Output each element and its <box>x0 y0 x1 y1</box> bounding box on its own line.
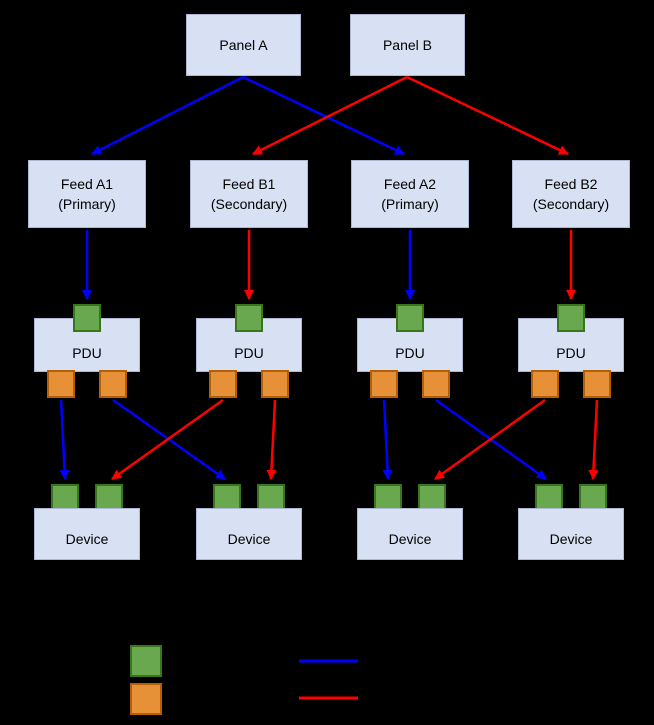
device2-input-port-right-icon <box>257 484 285 512</box>
pdu3-output-port-right-icon <box>422 370 450 398</box>
device1-box: Device <box>34 508 140 560</box>
device2-box: Device <box>196 508 302 560</box>
device1-label: Device <box>65 531 109 547</box>
pdu3-output-port-left-icon <box>370 370 398 398</box>
pdu2-output-port-left-icon <box>209 370 237 398</box>
device4-box: Device <box>518 508 624 560</box>
panel-a-box: Panel A <box>186 14 301 76</box>
pdu1-output-port-left-icon <box>47 370 75 398</box>
legend-orange-swatch-icon <box>130 683 162 715</box>
device3-box: Device <box>357 508 463 560</box>
feed-b2-box: Feed B2 (Secondary) <box>512 160 630 228</box>
pdu2-label: PDU <box>234 345 264 361</box>
device4-input-port-right-icon <box>579 484 607 512</box>
feed-a1-box: Feed A1 (Primary) <box>28 160 146 228</box>
arrow-pdu4-right-to-device4 <box>588 399 599 480</box>
feed-a1-name: Feed A1 <box>60 176 114 192</box>
pdu4-output-port-right-icon <box>583 370 611 398</box>
arrow-panel-b-to-feed-b2 <box>406 75 569 156</box>
legend-green-swatch-icon <box>130 645 162 677</box>
pdu1-box: PDU <box>34 318 140 372</box>
arrow-panel-a-to-feed-a1 <box>91 75 244 156</box>
device1-input-port-right-icon <box>95 484 123 512</box>
device2-label: Device <box>227 531 271 547</box>
pdu4-input-port-icon <box>557 304 585 332</box>
panel-a-label: Panel A <box>219 37 268 53</box>
pdu3-label: PDU <box>395 345 425 361</box>
feed-a1-role: (Primary) <box>58 196 116 212</box>
arrow-pdu4-left-to-device3 <box>434 398 546 481</box>
pdu2-input-port-icon <box>235 304 263 332</box>
arrow-panel-b-to-feed-b1 <box>252 75 408 156</box>
feed-b1-name: Feed B1 <box>222 176 276 192</box>
arrow-pdu3-left-to-device3 <box>382 399 393 480</box>
feed-a2-role: (Primary) <box>381 196 439 212</box>
feed-a2-name: Feed A2 <box>383 176 437 192</box>
arrow-pdu2-left-to-device1 <box>111 398 224 481</box>
panel-b-label: Panel B <box>382 37 433 53</box>
device4-label: Device <box>549 531 593 547</box>
pdu3-input-port-icon <box>396 304 424 332</box>
pdu2-output-port-right-icon <box>261 370 289 398</box>
device3-label: Device <box>388 531 432 547</box>
feed-b1-role: (Secondary) <box>210 196 288 212</box>
feed-b2-name: Feed B2 <box>544 176 598 192</box>
arrow-pdu2-right-to-device2 <box>266 399 277 480</box>
pdu4-label: PDU <box>556 345 586 361</box>
arrow-pdu1-left-to-device1 <box>59 399 70 480</box>
arrow-panel-a-to-feed-a2 <box>242 75 405 156</box>
panel-b-box: Panel B <box>350 14 465 76</box>
device3-input-port-right-icon <box>418 484 446 512</box>
pdu1-input-port-icon <box>73 304 101 332</box>
pdu4-output-port-left-icon <box>531 370 559 398</box>
feed-b2-role: (Secondary) <box>532 196 610 212</box>
pdu1-label: PDU <box>72 345 102 361</box>
pdu1-output-port-right-icon <box>99 370 127 398</box>
device4-input-port-left-icon <box>535 484 563 512</box>
feed-b1-box: Feed B1 (Secondary) <box>190 160 308 228</box>
feed-a2-box: Feed A2 (Primary) <box>351 160 469 228</box>
